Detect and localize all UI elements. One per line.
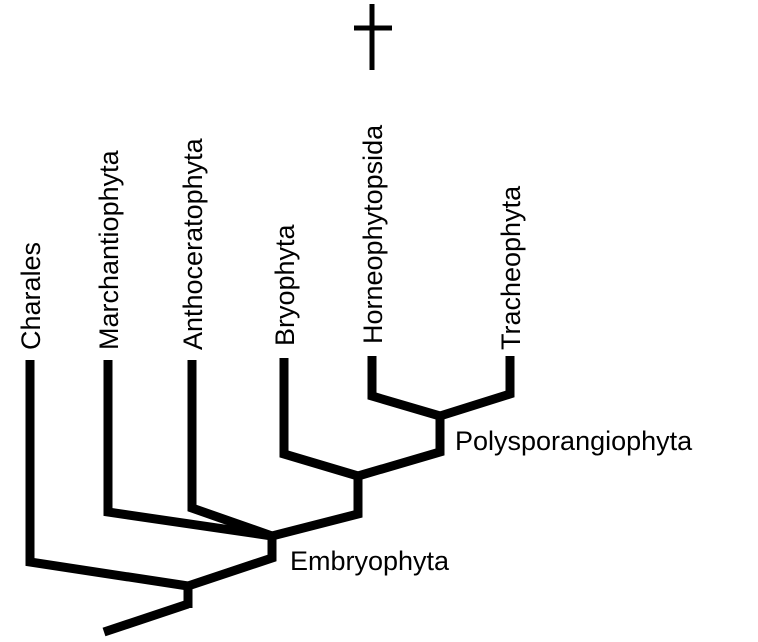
taxon-label-tracheophyta: Tracheophyta [496,185,526,350]
taxon-labels: Charales Marchantiophyta Anthoceratophyt… [16,124,526,350]
taxon-label-horneophytopsida: Horneophytopsida [358,124,388,344]
branch-marchantiophyta [103,360,273,541]
branch-charales [25,360,189,591]
clade-labels: Polysporangiophyta Embryophyta [290,426,693,576]
branch-tracheophyta [438,356,515,421]
taxon-label-anthocerotophyta: Anthoceratophyta [178,137,208,350]
branch-horneophytopsida [367,356,442,421]
clade-label-embryophyta: Embryophyta [290,546,450,576]
clade-label-polysporangiophyta: Polysporangiophyta [455,426,693,456]
branch-bryophyta [279,358,360,481]
taxon-label-marchantiophyta: Marchantiophyta [94,149,124,350]
branch-anthocerotophyta [187,360,274,541]
branch-polysporangiophyta-stem [356,412,445,481]
taxon-label-charales: Charales [16,242,46,350]
taxon-label-bryophyta: Bryophyta [270,223,300,346]
root-branch [102,599,190,637]
branch-embryophyta-stem [186,532,277,591]
dagger-icon [354,4,392,70]
tree-branches [25,356,515,637]
branch-setaphyta-stem [270,472,363,541]
